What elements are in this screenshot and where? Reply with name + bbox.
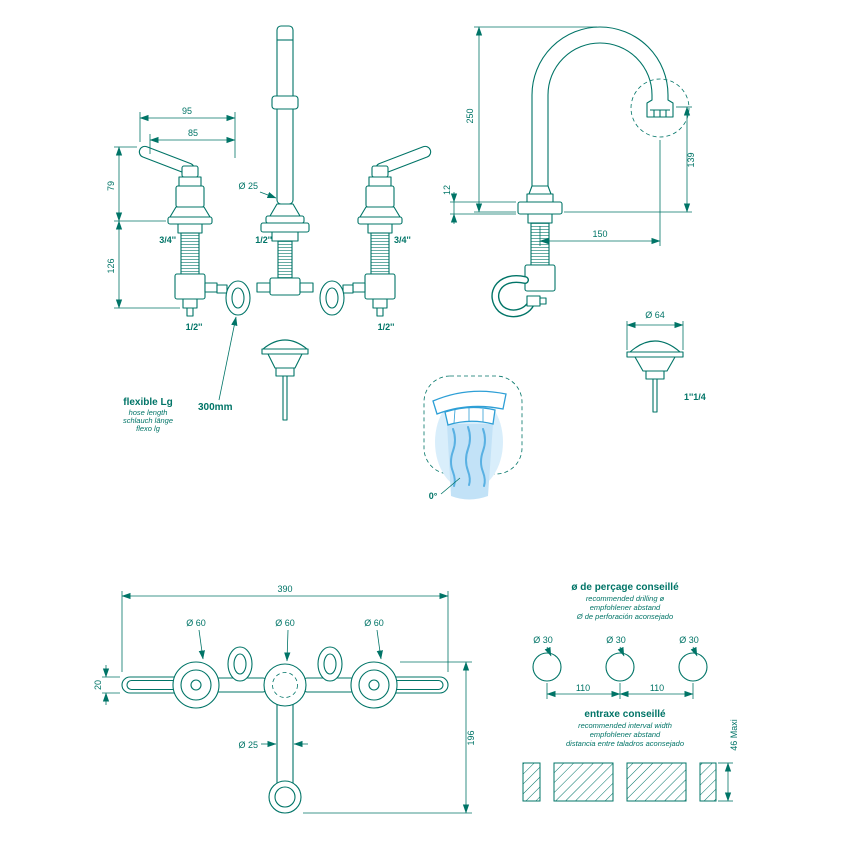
- dim-79-label: 79: [106, 181, 116, 191]
- dim-plan-spout-diameter-label: Ø 25: [238, 740, 258, 750]
- thread-center-label: 1/2'': [255, 235, 272, 245]
- thread-left-label: 3/4'': [159, 235, 176, 245]
- stream-angle-label: 0°: [429, 491, 438, 501]
- dim-139-label: 139: [686, 152, 696, 167]
- interval-title: entraxe conseillé: [584, 709, 666, 720]
- front-hoses: [216, 280, 354, 316]
- drilling-title-block: ø de perçage conseillé recommended drill…: [571, 582, 679, 621]
- dim-20-label: 20: [93, 680, 103, 690]
- dim-hole-center-label: Ø 60: [275, 618, 295, 628]
- front-drain: [261, 339, 309, 421]
- dim-196-label: 196: [466, 730, 476, 745]
- thread-bottom-left-label: 1/2'': [186, 322, 203, 332]
- detail-aerator-ring: [444, 406, 496, 426]
- drilling-subtitle-es: Ø de perforación aconsejado: [576, 612, 673, 621]
- dim-126-label: 126: [106, 258, 116, 273]
- front-handle-right: [352, 145, 432, 317]
- side-view: 250 139 12 150 Ø 64 1''1/4: [423, 26, 706, 501]
- interval-es: distancia entre taladros aconsejado: [566, 739, 684, 748]
- dim-12-label: 12: [442, 185, 452, 195]
- counter-section: 46 Maxi: [522, 719, 739, 802]
- front-spout: [256, 25, 314, 296]
- thread-bottom-right-label: 1/2'': [378, 322, 395, 332]
- drilling-holes: Ø 30 Ø 30 Ø 30 110 110: [532, 635, 708, 699]
- flexible-de: schlauch länge: [123, 416, 173, 425]
- plan-body: [121, 646, 449, 814]
- aerator-detail: 0°: [423, 375, 523, 501]
- flexible-length: 300mm: [198, 402, 233, 413]
- flexible-en: hose length: [129, 408, 168, 417]
- detail-spout-tip: [432, 390, 507, 415]
- dim-150-label: 150: [592, 229, 607, 239]
- front-dimensions: 95 85 79 126 Ø 25 3/4'' 1/2'' 3/4'' 1/2'…: [106, 106, 411, 332]
- interval-en: recommended interval width: [578, 721, 672, 730]
- drilling-subtitle-en: recommended drilling ø: [586, 594, 665, 603]
- plan-view: 390 Ø 60 Ø 60 Ø 60 20 Ø 25 196: [93, 584, 476, 814]
- dim-95-label: 95: [182, 106, 192, 116]
- side-spout: [531, 26, 690, 213]
- interval-de: empfohlener abstand: [590, 730, 661, 739]
- spacing-left-label: 110: [576, 683, 590, 693]
- spacing-right-label: 110: [650, 683, 664, 693]
- dim-spout-diameter-label: Ø 25: [238, 181, 258, 191]
- dim-drain-diameter-label: Ø 64: [645, 310, 665, 320]
- side-drain: [626, 340, 684, 413]
- thread-right-label: 3/4'': [394, 235, 411, 245]
- hole-center-label: Ø 30: [606, 635, 626, 645]
- flexible-es: flexo lg: [136, 424, 161, 433]
- plan-dimensions: 390 Ø 60 Ø 60 Ø 60 20 Ø 25 196: [93, 584, 476, 814]
- dim-85-label: 85: [188, 128, 198, 138]
- interval-title-block: entraxe conseillé recommended interval w…: [566, 709, 684, 748]
- front-handle-left: [138, 145, 218, 317]
- front-view: 95 85 79 126 Ø 25 3/4'' 1/2'' 3/4'' 1/2'…: [106, 25, 432, 433]
- drilling-subtitle-de: empfohlener abstand: [590, 603, 661, 612]
- drilling-title: ø de perçage conseillé: [571, 582, 679, 593]
- dim-390-label: 390: [277, 584, 292, 594]
- dim-hole-left-label: Ø 60: [186, 618, 206, 628]
- dim-hole-right-label: Ø 60: [364, 618, 384, 628]
- flexible-hose-note: flexible Lg hose length schlauch länge f…: [123, 316, 238, 433]
- drilling-guide: ø de perçage conseillé recommended drill…: [522, 582, 739, 802]
- thickness-label: 46 Maxi: [729, 719, 739, 751]
- hole-left-label: Ø 30: [533, 635, 553, 645]
- hole-right-label: Ø 30: [679, 635, 699, 645]
- side-base: [491, 185, 563, 318]
- dim-250-label: 250: [465, 108, 475, 123]
- drain-thread-label: 1''1/4: [684, 392, 706, 402]
- flexible-title: flexible Lg: [123, 397, 172, 408]
- side-dimensions: 250 139 12 150 Ø 64 1''1/4: [442, 26, 706, 402]
